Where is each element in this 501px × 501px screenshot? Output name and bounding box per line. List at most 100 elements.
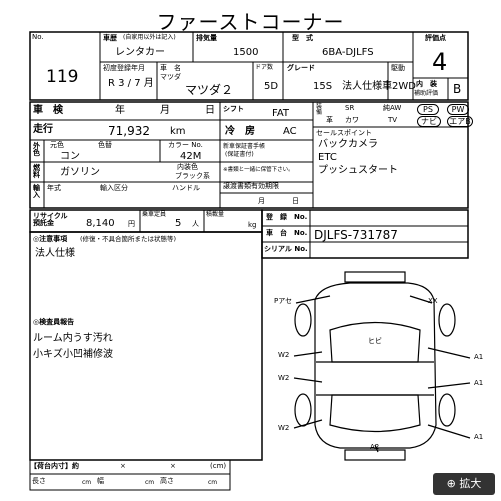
- load-label: 積載量: [206, 211, 225, 218]
- notes-sub: (修復・不具合箇所または状態等): [80, 235, 177, 243]
- length-unit: cm: [82, 479, 92, 486]
- inspection-label: 車 検: [33, 105, 63, 116]
- equip-navi: ナビ: [417, 116, 441, 127]
- doc-day: 日: [292, 197, 299, 205]
- history-label: 車歴: [103, 34, 117, 42]
- interior-label: 内 装: [416, 80, 437, 88]
- equip-airbag: エアB: [447, 116, 473, 127]
- shift-label: シフト: [223, 105, 244, 113]
- load-unit: kg: [248, 221, 257, 229]
- model-value: 6BA-DJLFS: [322, 47, 374, 58]
- mark-p-ase: Pアセ: [274, 297, 293, 305]
- notes-label: ◎注意事項: [33, 235, 68, 243]
- height-label: 高さ: [160, 477, 174, 485]
- height-unit: cm: [208, 479, 218, 486]
- doc-month: 月: [258, 197, 265, 205]
- mark-hibi: ヒビ: [368, 337, 382, 345]
- score-label: 評価点: [425, 34, 446, 42]
- chassis-label: 車 台 No.: [266, 229, 308, 237]
- exterior-label: 外色: [33, 142, 40, 157]
- cargo-x2: ×: [170, 462, 176, 470]
- fuel-label: 燃料: [33, 164, 40, 179]
- equip-sr: SR: [345, 104, 355, 112]
- doors-label: ドア数: [255, 64, 274, 71]
- first-reg-label: 初度登録年月: [103, 64, 145, 72]
- maker-label: マツダ: [160, 73, 181, 81]
- width-unit: cm: [145, 479, 155, 486]
- lot-number: 119: [46, 67, 79, 87]
- interior-label-sub: 補助評価: [414, 90, 439, 97]
- notes-value: 法人仕様: [35, 248, 75, 259]
- ac-value: AC: [283, 126, 297, 137]
- capacity-value: 5: [175, 218, 182, 229]
- reg-no-label: 登 録 No.: [266, 213, 308, 221]
- equip-tv: TV: [388, 116, 398, 124]
- doors-value: 5D: [264, 81, 279, 92]
- grade-value: 15S 法人仕様車: [313, 81, 393, 92]
- original-color-label: 元色: [50, 141, 64, 149]
- displacement-label: 排気量: [196, 34, 217, 42]
- import-label: 輸入: [33, 184, 40, 199]
- mileage-value: 71,932: [108, 124, 150, 138]
- interior-color-value: ブラック系: [175, 172, 210, 180]
- color-no-label: カラー No.: [168, 141, 203, 149]
- mileage-unit: km: [170, 126, 186, 137]
- color-swap-label: 色替: [98, 141, 112, 149]
- recycle-value: 8,140: [86, 218, 115, 229]
- recycle-label: リサイクル預託金: [33, 212, 68, 227]
- inspector-line-1: ルーム内うす汚れ: [33, 333, 113, 344]
- mark-a1-2: A1: [474, 379, 484, 387]
- sheet-title: ファーストコーナー: [156, 10, 345, 34]
- inspection-day: 日: [205, 105, 215, 116]
- car-name-value: マツダ２: [185, 83, 234, 97]
- equip-pw: PW: [447, 104, 469, 115]
- exterior-value: コン: [60, 151, 80, 162]
- newcar-label: 新車保証書手帳: [223, 143, 266, 150]
- equip-ps: PS: [417, 104, 439, 115]
- fuel-value: ガソリン: [60, 167, 100, 178]
- history-value: レンタカー: [115, 47, 165, 58]
- inspector-label: ◎検査員報告: [33, 318, 75, 326]
- cargo-label: 【荷台内寸】約: [30, 462, 79, 470]
- import-type-label: 輸入区分: [100, 184, 128, 192]
- score-value: 4: [432, 48, 448, 76]
- inspection-year: 年: [115, 105, 125, 116]
- inspector-line-2: 小キズ小凹補修波: [33, 349, 113, 360]
- mark-a1-1: A1: [474, 353, 484, 361]
- drive-label: 駆動: [391, 64, 405, 72]
- interior-color-label: 内装色: [177, 163, 198, 171]
- grade-label: グレード: [287, 64, 315, 72]
- equip-kawa: カワ: [345, 116, 359, 124]
- drive-value: 2WD: [392, 81, 416, 92]
- history-note: (自家用以外は記入): [123, 34, 176, 41]
- selling-point-1: バックカメラ: [318, 139, 378, 150]
- equip-label: 装備: [316, 103, 323, 116]
- color-no-value: 42M: [180, 151, 202, 162]
- capacity-label: 乗車定員: [142, 211, 167, 218]
- lot-no-label: No.: [32, 33, 44, 41]
- displacement-value: 1500: [233, 47, 259, 58]
- mark-w2-3: W2: [278, 424, 290, 432]
- handle-label: ハンドル: [172, 184, 200, 192]
- zoom-button[interactable]: ⊕ 拡大: [433, 473, 495, 495]
- model-label: 型 式: [292, 34, 313, 42]
- selling-points-label: セールスポイント: [316, 129, 372, 137]
- mark-a1-3: A1: [474, 433, 484, 441]
- shift-value: FAT: [272, 108, 290, 119]
- interior-score: B: [453, 82, 462, 96]
- equip-leather: 革: [326, 116, 333, 124]
- recycle-unit: 円: [128, 220, 135, 228]
- first-reg-value: R 3 / 7 月: [108, 78, 154, 89]
- doc-expiry-label: 譲渡書類有効期限: [223, 182, 279, 190]
- import-year-label: 年式: [47, 184, 61, 192]
- mark-xx: XX: [428, 297, 438, 305]
- newcar-sub: (保証書付): [225, 151, 254, 158]
- selling-point-2: ETC: [318, 152, 337, 163]
- newcar-note: ※書類と一緒に保管下さい。: [223, 167, 294, 173]
- car-name-label: 車 名: [160, 64, 181, 72]
- capacity-unit: 人: [192, 220, 199, 228]
- width-label: 幅: [97, 477, 104, 485]
- equip-aw: 純AW: [383, 104, 402, 112]
- cargo-x1: ×: [120, 462, 126, 470]
